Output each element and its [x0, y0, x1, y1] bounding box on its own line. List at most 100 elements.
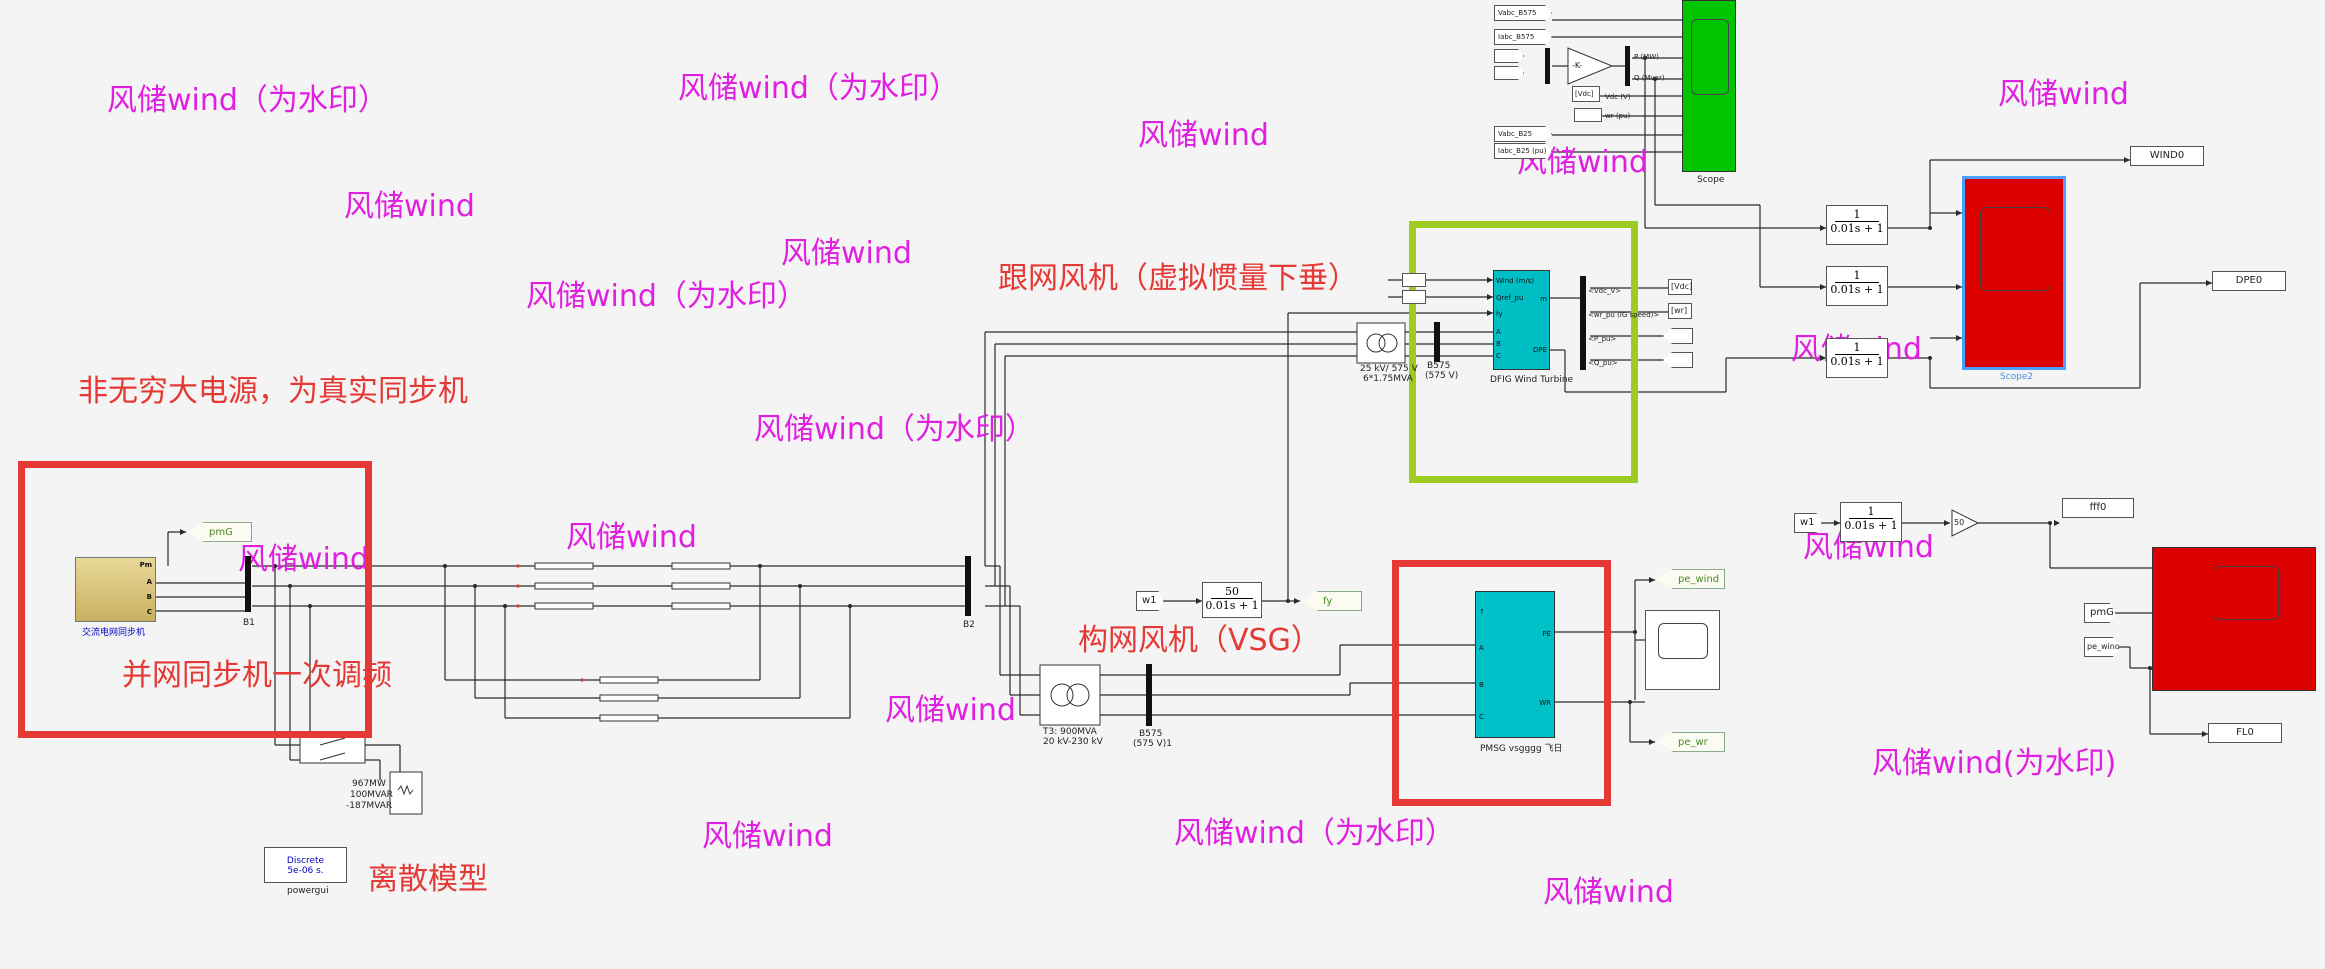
- powergui-step: 5e-06 s.: [287, 866, 324, 876]
- watermark-text: 风储wind（为水印）: [526, 279, 807, 314]
- tf-q[interactable]: 1 0.01s + 1: [1826, 266, 1888, 306]
- goto-vdc[interactable]: [Vdc]: [1668, 279, 1692, 295]
- terminator-q[interactable]: [1663, 352, 1693, 368]
- const-wind-speed[interactable]: [1402, 273, 1426, 287]
- bus-b575-upper[interactable]: [1434, 322, 1440, 362]
- from-vdc[interactable]: [Vdc]: [1572, 86, 1600, 102]
- sig-vdc: Vdc (V): [1605, 93, 1631, 101]
- watermark-text: 风储wind: [344, 189, 475, 224]
- gain-k: -K-: [1572, 61, 1583, 70]
- sel-vdc: <Vdc_V>: [1588, 287, 1622, 295]
- load-qc-label: -187MVAR: [346, 801, 393, 811]
- outport-fff0[interactable]: fff0: [2062, 498, 2134, 518]
- dfig-label: DFIG Wind Turbine: [1490, 375, 1574, 385]
- goto-pmG[interactable]: pmG: [186, 522, 252, 542]
- tf-num: 1: [1835, 342, 1879, 355]
- from-w1-freq[interactable]: w1: [1794, 513, 1822, 533]
- mux-power[interactable]: [1545, 48, 1550, 84]
- demux-power[interactable]: [1625, 46, 1630, 86]
- const-qref[interactable]: [1402, 290, 1426, 304]
- scope-top[interactable]: [1682, 0, 1736, 172]
- dfig-trafo-line1: 25 kV/ 575 V: [1360, 364, 1418, 374]
- from-w1[interactable]: w1: [1136, 591, 1164, 611]
- tf-p[interactable]: 1 0.01s + 1: [1826, 205, 1888, 245]
- port-a: A: [1496, 328, 1501, 336]
- sel-wr: <wr_pu (IG speed)>: [1588, 311, 1660, 319]
- from-i-small[interactable]: [1494, 66, 1524, 80]
- scope2[interactable]: [1962, 176, 2066, 370]
- tf-den: 0.01s + 1: [1830, 283, 1884, 296]
- bus-b2[interactable]: [965, 556, 971, 616]
- sig-q-mvar: Q (Mvar): [1634, 74, 1665, 82]
- tf-num: 1: [1835, 209, 1879, 222]
- terminator-p[interactable]: [1663, 328, 1693, 344]
- from-vabc-b25[interactable]: Vabc_B25 (pu): [1494, 126, 1552, 142]
- from-vabc-b575[interactable]: Vabc_B575 (pu): [1494, 5, 1552, 21]
- watermark-text: 风储wind（为水印）: [754, 412, 1035, 447]
- bus-b575-lower-label: B575: [1139, 729, 1163, 739]
- scope-screen: [1691, 19, 1729, 95]
- bus-b1[interactable]: [245, 556, 251, 612]
- sig-wr: wr (pu): [1605, 112, 1631, 120]
- goto-fy[interactable]: fy: [1300, 591, 1362, 611]
- gain-50: 50: [1954, 518, 1965, 527]
- powergui-block[interactable]: Discrete 5e-06 s.: [264, 847, 347, 883]
- bus-selector[interactable]: [1580, 276, 1586, 370]
- outport-dpe0[interactable]: DPE0: [2212, 271, 2286, 291]
- tf-fy-num: 50: [1211, 586, 1253, 599]
- from-v-small[interactable]: [1494, 49, 1524, 63]
- annotation-discrete-model: 离散模型: [368, 862, 488, 897]
- annotation-grid-forming: 构网风机（VSG）: [1078, 623, 1321, 658]
- tf-freq[interactable]: 1 0.01s + 1: [1840, 502, 1902, 542]
- port-b: B: [1479, 681, 1484, 689]
- tf-fy-den: 0.01s + 1: [1205, 599, 1259, 612]
- dfig-turbine-block[interactable]: Wind (m/s) Qref_pu fy A B C m DPE: [1493, 270, 1550, 370]
- pmsg-scope[interactable]: [1645, 610, 1720, 690]
- port-qref: Qref_pu: [1496, 294, 1524, 302]
- scope2-label: Scope2: [2000, 372, 2034, 382]
- t3-name: T3: 900MVA: [1043, 727, 1097, 737]
- sync-machine-block[interactable]: Pm A B C: [75, 557, 156, 622]
- port-wind: Wind (m/s): [1496, 277, 1535, 285]
- watermark-text: 风储wind: [1543, 875, 1674, 910]
- highlight-pmsg: [1392, 560, 1611, 806]
- bus-b1-label: B1: [243, 618, 255, 628]
- t3-rating: 20 kV-230 kV: [1043, 737, 1103, 747]
- outport-wind0[interactable]: WIND0: [2130, 146, 2204, 166]
- watermark-text: 风储wind（为水印）: [678, 71, 959, 106]
- sync-machine-label: 交流电网同步机: [82, 628, 146, 638]
- annotation-sync-primary-freq: 并网同步机一次调频: [122, 658, 392, 693]
- from-pe-wind[interactable]: pe_wind: [2084, 637, 2120, 657]
- goto-pe-wind[interactable]: pe_wind: [1655, 569, 1725, 589]
- bus-b575-upper-sub: (575 V): [1425, 371, 1459, 381]
- bus-b575-lower-sub: (575 V)1: [1133, 739, 1172, 749]
- scope-freq[interactable]: [2152, 547, 2316, 691]
- watermark-text: 风储wind（为水印）: [1174, 816, 1455, 851]
- annotation-non-infinite-source: 非无穷大电源，为真实同步机: [78, 374, 468, 409]
- watermark-text: 风储wind: [238, 542, 369, 577]
- from-iabc-b575[interactable]: Iabc_B575 (pu): [1494, 29, 1552, 45]
- bus-b2-label: B2: [963, 620, 975, 630]
- outport-fl0[interactable]: FL0: [2208, 723, 2282, 743]
- goto-pe-wr[interactable]: pe_wr: [1655, 732, 1725, 752]
- pmsg-vsg-block[interactable]: ↑ A B C PE WR: [1475, 591, 1555, 738]
- tf-fy[interactable]: 50 0.01s + 1: [1202, 582, 1262, 618]
- bus-b575-upper-label: B575: [1427, 361, 1451, 371]
- tf-num: 1: [1849, 506, 1893, 519]
- port-b: B: [146, 593, 152, 601]
- port-c: C: [1496, 352, 1501, 360]
- port-pe: PE: [1542, 630, 1551, 638]
- bus-b575-lower[interactable]: [1146, 664, 1152, 726]
- from-iabc-b25[interactable]: Iabc_B25 (pu): [1494, 143, 1552, 159]
- tf-den: 0.01s + 1: [1830, 222, 1884, 235]
- goto-wr[interactable]: [wr]: [1668, 303, 1692, 319]
- tf-dpe[interactable]: 1 0.01s + 1: [1826, 338, 1888, 378]
- sel-q: <Q_pu>: [1588, 359, 1618, 367]
- watermark-text: 风储wind: [1138, 118, 1269, 153]
- watermark-text: 风储wind: [1998, 77, 2129, 112]
- sel-p: <P_pu>: [1588, 335, 1617, 343]
- highlight-dfig: [1409, 221, 1638, 483]
- from-pmG[interactable]: pmG: [2084, 603, 2116, 623]
- from-wr[interactable]: [1574, 108, 1602, 122]
